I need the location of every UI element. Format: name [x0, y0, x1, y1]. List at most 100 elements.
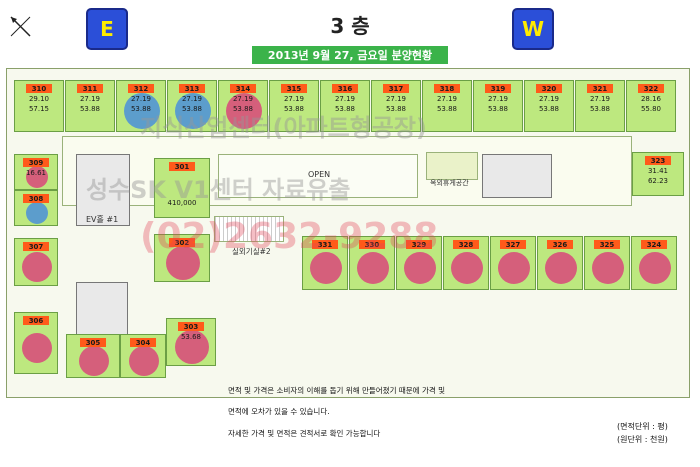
north-arrow-icon — [10, 16, 31, 37]
sold-marker — [404, 252, 436, 284]
unit-area-contract: 53.88 — [232, 105, 254, 113]
sold-marker — [124, 93, 160, 129]
unit-number-badge: 309 — [23, 158, 49, 167]
unit-number-badge: 315 — [281, 84, 307, 93]
area-unit-note: (면적단위 : 평) — [617, 422, 668, 431]
unit-317[interactable]: 317 27.19 53.88 — [371, 80, 421, 132]
date-banner: 2013년 9월 27, 금요일 분양현황 — [252, 46, 448, 64]
sold-marker — [545, 252, 577, 284]
unit-area-exclusive: 27.19 — [487, 95, 509, 103]
unit-number-badge: 307 — [23, 242, 49, 251]
unit-309[interactable]: 309 16.61 — [14, 154, 58, 190]
unit-number-badge: 316 — [332, 84, 358, 93]
price-unit-note: (원단위 : 천원) — [617, 435, 668, 444]
unit-number-badge: 330 — [359, 240, 385, 249]
unit-number-badge: 317 — [383, 84, 409, 93]
unit-area-contract: 53.88 — [79, 105, 101, 113]
unit-area-exclusive: 27.19 — [283, 95, 305, 103]
unit-330[interactable]: 330 — [349, 236, 395, 290]
unit-number-badge: 318 — [434, 84, 460, 93]
note-line2: 면적에 오차가 있을 수 있습니다. — [228, 407, 330, 416]
unit-number-badge: 301 — [169, 162, 195, 171]
unit-number-badge: 311 — [77, 84, 103, 93]
unit-327[interactable]: 327 — [490, 236, 536, 290]
unit-number-badge: 304 — [130, 338, 156, 347]
sold-marker — [26, 202, 48, 224]
compass-west: W — [512, 8, 554, 50]
sold-marker — [26, 166, 48, 188]
unit-313[interactable]: 313 27.19 53.88 — [167, 80, 217, 132]
outdoor-lounge — [426, 152, 478, 180]
unit-324[interactable]: 324 — [631, 236, 677, 290]
unit-328[interactable]: 328 — [443, 236, 489, 290]
unit-area-contract: 53.88 — [385, 105, 407, 113]
unit-area-exclusive: 27.19 — [232, 95, 254, 103]
unit-302[interactable]: 302 — [154, 234, 210, 282]
sold-marker — [310, 252, 342, 284]
unit-area-exclusive: 27.19 — [130, 95, 152, 103]
unit-area-exclusive: 27.19 — [79, 95, 101, 103]
unit-312[interactable]: 312 27.19 53.88 — [116, 80, 166, 132]
unit-321[interactable]: 321 27.19 53.88 — [575, 80, 625, 132]
unit-area-exclusive: 27.19 — [385, 95, 407, 103]
unit-number-badge: 329 — [406, 240, 432, 249]
unit-area-contract: 53.88 — [130, 105, 152, 113]
unit-number-badge: 321 — [587, 84, 613, 93]
unit-area-exclusive: 28.16 — [640, 95, 662, 103]
elevator-core — [76, 154, 130, 226]
unit-314[interactable]: 314 27.19 53.88 — [218, 80, 268, 132]
unit-number-badge: 302 — [169, 238, 195, 247]
unit-number-badge: 303 — [178, 322, 204, 331]
unit-number-badge: 313 — [179, 84, 205, 93]
unit-311[interactable]: 311 27.19 53.88 — [65, 80, 115, 132]
unit-area-contract: 53.88 — [487, 105, 509, 113]
outdoor-lounge-label: 옥외휴게공간 — [430, 179, 469, 187]
unit-304[interactable]: 304 — [120, 334, 166, 378]
unit-number-badge: 331 — [312, 240, 338, 249]
unit-area-contract: 53.88 — [181, 105, 203, 113]
unit-number-badge: 310 — [26, 84, 52, 93]
sold-marker — [639, 252, 671, 284]
unit-329[interactable]: 329 — [396, 236, 442, 290]
sold-marker — [226, 93, 262, 129]
unit-number-badge: 325 — [594, 240, 620, 249]
unit-area-contract: 53.88 — [589, 105, 611, 113]
unit-area-exclusive: 27.19 — [181, 95, 203, 103]
sold-marker — [175, 330, 209, 364]
sold-marker — [22, 252, 52, 282]
unit-number-badge: 319 — [485, 84, 511, 93]
sold-marker — [175, 93, 211, 129]
unit-area-exclusive: 29.10 — [28, 95, 50, 103]
unit-area-exclusive: 27.19 — [589, 95, 611, 103]
unit-308[interactable]: 308 — [14, 190, 58, 226]
note-line1: 면적 및 가격은 소비자의 이해를 돕기 위해 만들어졌기 때문에 가격 및 — [228, 386, 446, 395]
outdoor-unit-room — [214, 216, 284, 242]
sold-marker — [592, 252, 624, 284]
unit-305[interactable]: 305 — [66, 334, 120, 378]
unit-306[interactable]: 306 — [14, 312, 58, 374]
page-title: 3 층 — [330, 14, 370, 38]
unit-319[interactable]: 319 27.19 53.88 — [473, 80, 523, 132]
unit-307[interactable]: 307 — [14, 238, 58, 286]
sold-marker — [166, 246, 200, 280]
note-line3: 자세한 가격 및 면적은 견적서로 확인 가능합니다 — [228, 429, 381, 438]
unit-area-exclusive: 16.61 — [25, 169, 47, 177]
unit-326[interactable]: 326 — [537, 236, 583, 290]
unit-331[interactable]: 331 — [302, 236, 348, 290]
unit-area-contract: 53.88 — [436, 105, 458, 113]
open-area — [218, 154, 418, 198]
unit-number-badge: 314 — [230, 84, 256, 93]
unit-325[interactable]: 325 — [584, 236, 630, 290]
unit-area-exclusive: 31.41 — [647, 167, 669, 175]
unit-number-badge: 312 — [128, 84, 154, 93]
unit-area-contract: 53.88 — [538, 105, 560, 113]
